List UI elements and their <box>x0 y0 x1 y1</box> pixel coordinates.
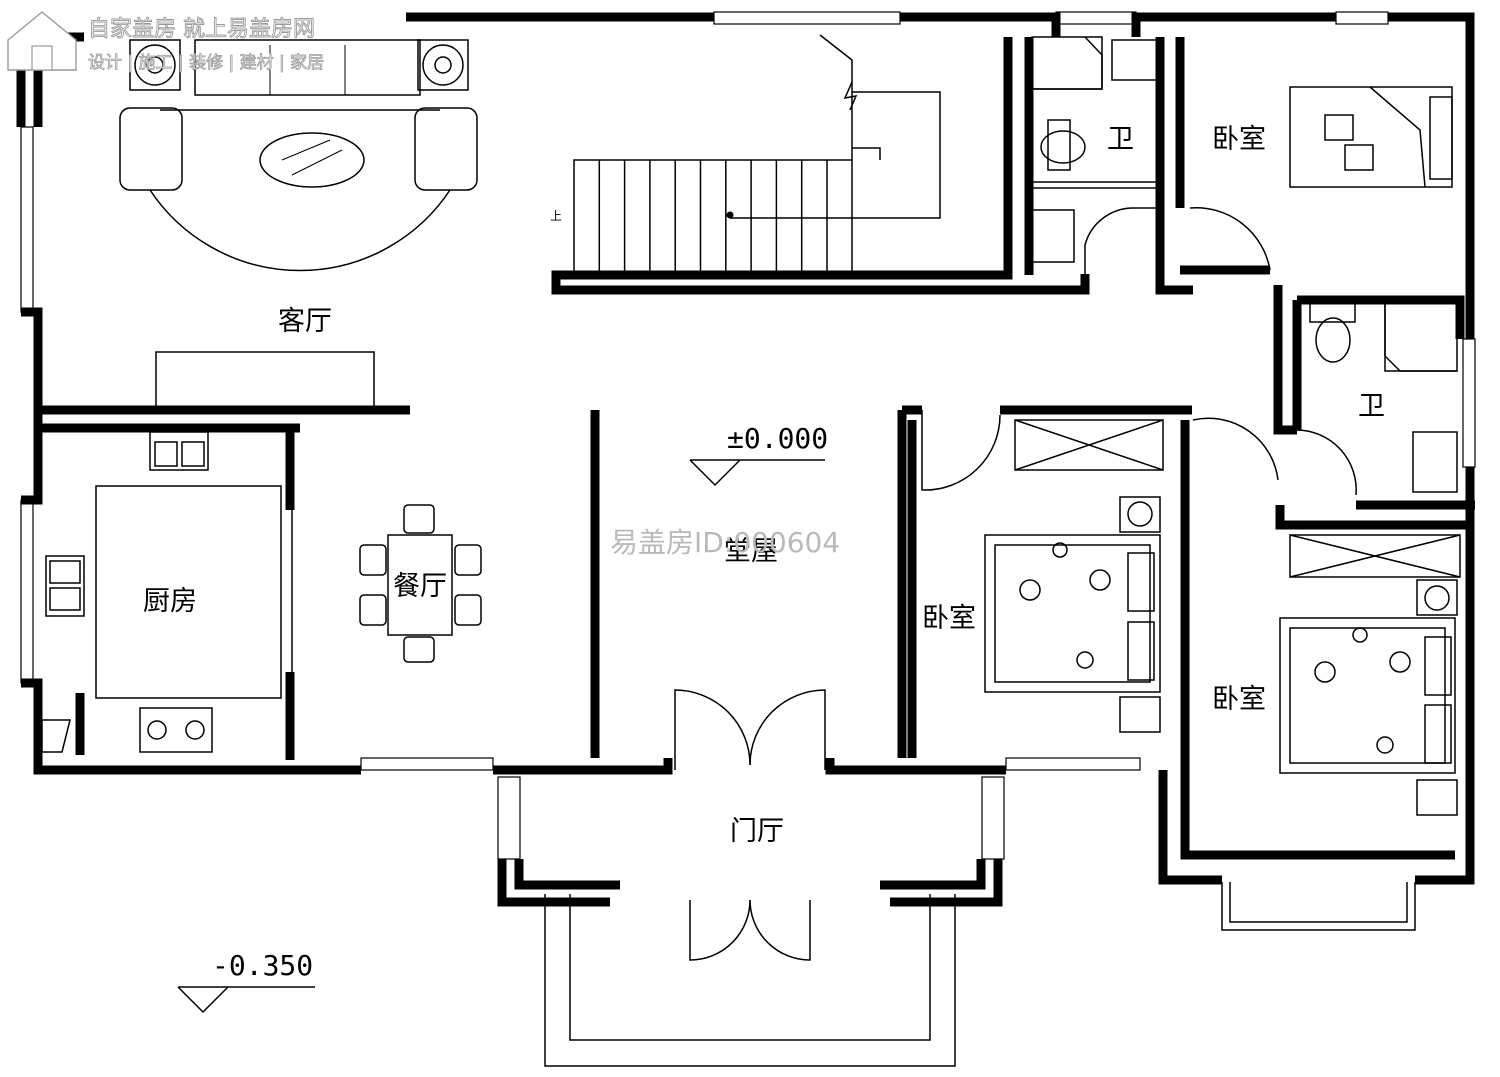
label-entrance-hall: 门厅 <box>730 816 784 847</box>
logo-subtitle: 设计 | 施工 | 装修 | 建材 | 家居 <box>88 53 324 73</box>
staircase: 上 <box>550 34 941 276</box>
house-logo-icon <box>7 11 77 71</box>
site-logo: 自家盖房 就上易盖房网 设计 | 施工 | 装修 | 建材 | 家居 <box>7 11 325 73</box>
dining-furniture <box>359 504 482 663</box>
bathroom-top-fixtures <box>1031 36 1160 263</box>
kitchen-furniture <box>41 431 282 753</box>
stair-up-mark: 上 <box>550 209 562 223</box>
level-indoor-text: ±0.000 <box>727 422 828 455</box>
label-bathroom-top: 卫 <box>1107 124 1134 155</box>
label-living-room: 客厅 <box>278 306 332 337</box>
label-bedroom-bottom-right: 卧室 <box>1212 684 1266 715</box>
watermark-text: 易盖房ID:000604 <box>610 526 840 559</box>
logo-title: 自家盖房 就上易盖房网 <box>88 17 315 42</box>
level-marker-outdoor: -0.350 <box>177 949 315 1014</box>
bedroom-top-right-bed <box>1289 86 1453 188</box>
doors <box>291 207 1357 961</box>
bathroom-right-fixtures <box>1309 299 1458 493</box>
label-bathroom-right: 卫 <box>1358 391 1385 422</box>
label-main-hall: 堂屋 <box>724 536 778 567</box>
windows <box>20 11 1476 1067</box>
bedroom-bottom-right-furniture <box>1279 534 1461 816</box>
label-bedroom-top-right: 卧室 <box>1212 124 1266 155</box>
room-labels: 客厅 厨房 餐厅 堂屋 门厅 卧室 卧室 卧室 卫 卫 <box>143 124 1385 847</box>
label-dining-room: 餐厅 <box>393 571 447 602</box>
walls <box>16 12 1475 907</box>
level-marker-indoor: ±0.000 <box>689 422 828 487</box>
label-kitchen: 厨房 <box>143 586 197 617</box>
bedroom-middle-furniture <box>984 419 1164 733</box>
level-outdoor-text: -0.350 <box>212 949 313 982</box>
label-bedroom-middle: 卧室 <box>922 603 976 634</box>
living-room-furniture <box>119 39 478 411</box>
